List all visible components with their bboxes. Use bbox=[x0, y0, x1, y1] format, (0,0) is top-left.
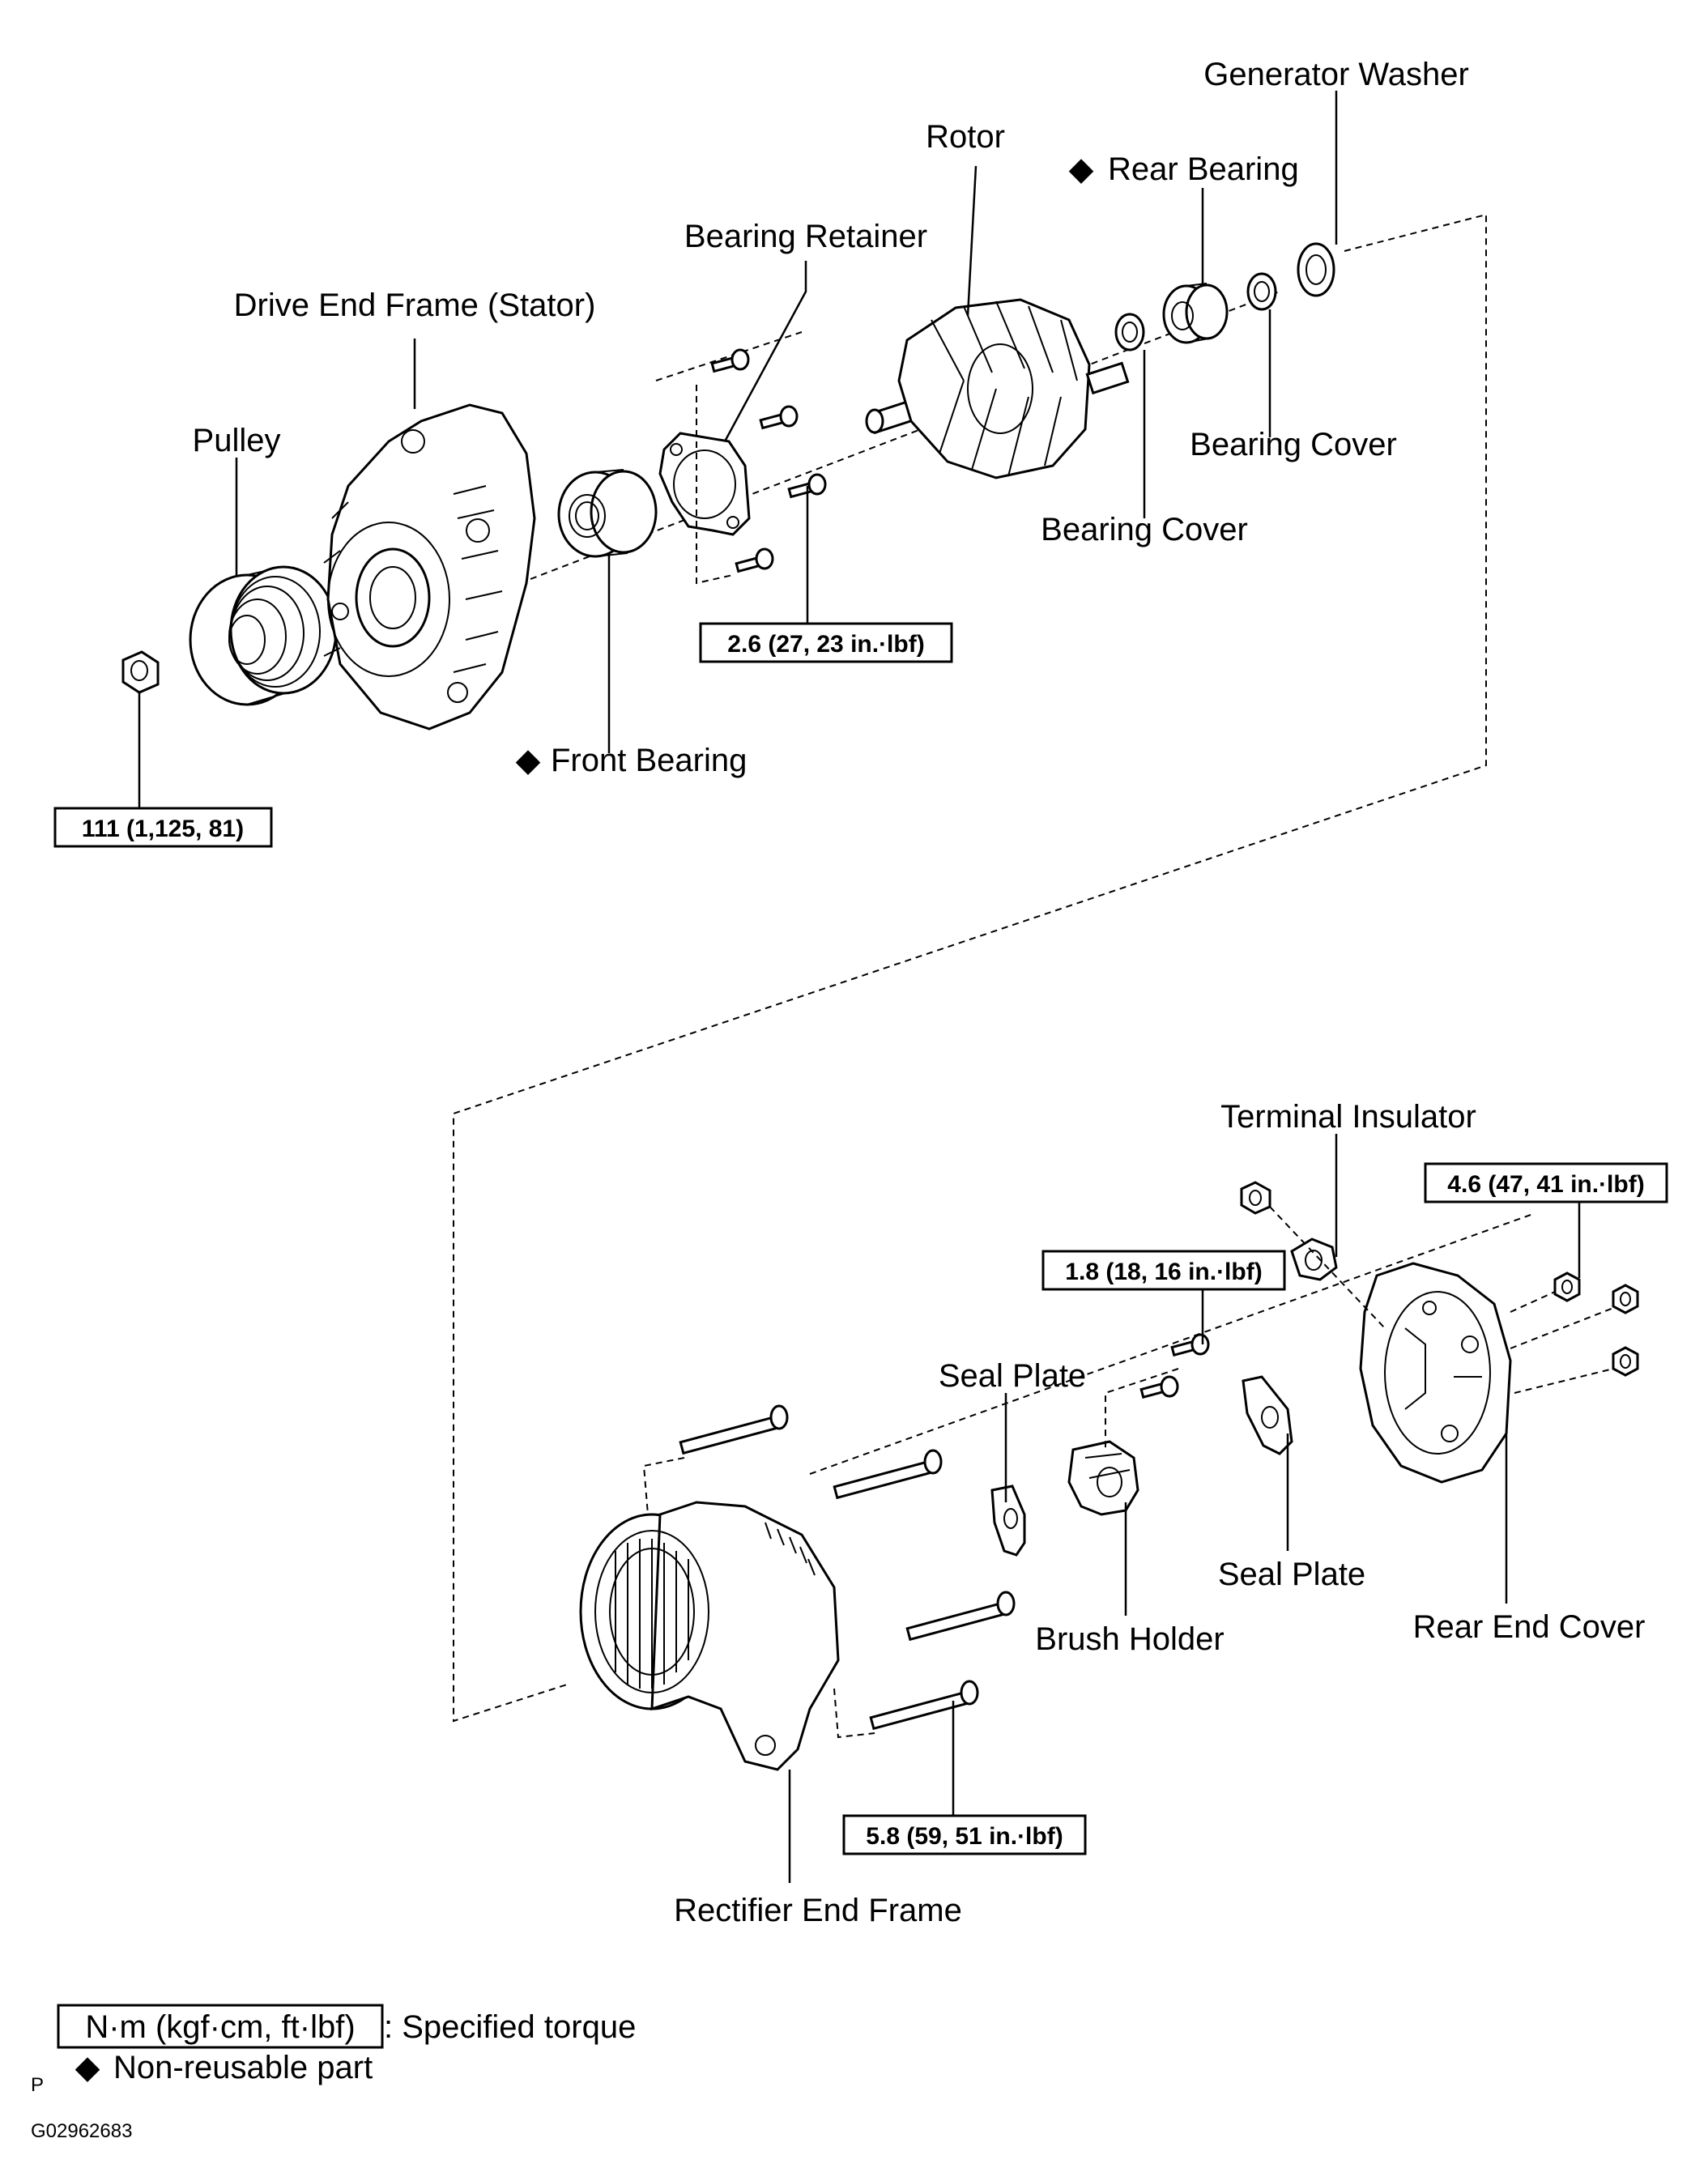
rear-end-cover-part bbox=[1359, 1262, 1512, 1484]
torque-retainer-text: 2.6 (27, 23 in.·lbf) bbox=[727, 631, 924, 658]
drive-end-frame-part bbox=[323, 403, 536, 731]
seal-plate-1-part bbox=[990, 1485, 1026, 1557]
torque-box-pulley: 111 (1,125, 81) bbox=[53, 807, 273, 848]
rear-nut-2 bbox=[1612, 1284, 1639, 1314]
leader-lines bbox=[138, 91, 1581, 1883]
label-pulley: Pulley bbox=[193, 423, 281, 458]
label-terminal-insulator: Terminal Insulator bbox=[1220, 1099, 1476, 1135]
terminal-nut bbox=[1240, 1181, 1271, 1215]
torque-pulley-text: 111 (1,125, 81) bbox=[82, 816, 244, 842]
retainer-screw-2 bbox=[759, 405, 799, 430]
label-drive-end-frame: Drive End Frame (Stator) bbox=[234, 288, 596, 323]
brush-holder-screws bbox=[1105, 1333, 1210, 1450]
legend-torque-desc: : Specified torque bbox=[384, 2009, 636, 2045]
pulley-part bbox=[189, 565, 338, 706]
bearing-cover-1-part bbox=[1114, 313, 1145, 351]
bearing-retainer-part bbox=[658, 432, 751, 536]
retainer-screws bbox=[696, 348, 827, 585]
label-rectifier-end-frame: Rectifier End Frame bbox=[674, 1893, 962, 1928]
torque-box-rear-cover: 4.6 (47, 41 in.·lbf) bbox=[1424, 1162, 1668, 1203]
rear-nut-1 bbox=[1553, 1272, 1581, 1302]
legend-non-reusable-marker: ◆ bbox=[75, 2050, 100, 2085]
non-reusable-marker-rear: ◆ bbox=[1069, 151, 1094, 187]
legend-torque-units: N·m (kgf·cm, ft·lbf) bbox=[85, 2009, 355, 2045]
label-seal-plate-1: Seal Plate bbox=[939, 1358, 1086, 1394]
generator-washer-part bbox=[1297, 242, 1335, 297]
torque-box-retainer: 2.6 (27, 23 in.·lbf) bbox=[699, 622, 953, 663]
torque-box-brush-holder: 1.8 (18, 16 in.·lbf) bbox=[1041, 1250, 1286, 1291]
retainer-screw-4 bbox=[735, 547, 774, 573]
rear-cover-nuts bbox=[1269, 1206, 1639, 1394]
torque-through-bolts-text: 5.8 (59, 51 in.·lbf) bbox=[866, 1823, 1063, 1850]
footer-letter: P bbox=[31, 2074, 44, 2096]
rotor-part bbox=[865, 298, 1130, 479]
label-seal-plate-2: Seal Plate bbox=[1218, 1557, 1365, 1592]
legend-non-reusable-text: Non-reusable part bbox=[113, 2050, 373, 2085]
label-rear-bearing: Rear Bearing bbox=[1108, 151, 1299, 187]
retainer-screw-1 bbox=[710, 348, 750, 373]
torque-brush-holder-text: 1.8 (18, 16 in.·lbf) bbox=[1065, 1259, 1262, 1285]
label-rotor: Rotor bbox=[926, 119, 1005, 155]
bearing-cover-2-part bbox=[1246, 272, 1277, 311]
through-bolt-3 bbox=[905, 1591, 1016, 1642]
pulley-nut bbox=[121, 650, 160, 694]
rectifier-end-frame-part bbox=[579, 1501, 840, 1771]
figure-code: G02962683 bbox=[31, 2120, 132, 2142]
brush-holder-part bbox=[1067, 1440, 1139, 1516]
seal-plate-2-part bbox=[1242, 1375, 1293, 1455]
legend: N·m (kgf·cm, ft·lbf) : Specified torque … bbox=[57, 2004, 636, 2085]
front-bearing-part bbox=[557, 469, 658, 558]
rear-nut-3 bbox=[1612, 1346, 1639, 1377]
through-bolts bbox=[642, 1404, 1016, 1739]
through-bolt-4 bbox=[869, 1680, 979, 1731]
label-rear-end-cover: Rear End Cover bbox=[1413, 1609, 1646, 1645]
through-bolt-1 bbox=[679, 1404, 789, 1455]
label-generator-washer: Generator Washer bbox=[1203, 57, 1469, 92]
label-bearing-retainer: Bearing Retainer bbox=[684, 219, 927, 254]
torque-rear-cover-text: 4.6 (47, 41 in.·lbf) bbox=[1447, 1171, 1644, 1198]
through-bolt-2 bbox=[833, 1449, 943, 1500]
label-bearing-cover-1: Bearing Cover bbox=[1041, 512, 1248, 547]
alignment-dashed-lines bbox=[453, 213, 1531, 1723]
part-labels: Generator Washer Rotor ◆ Rear Bearing Be… bbox=[193, 57, 1646, 1928]
terminal-insulator-part bbox=[1290, 1237, 1338, 1281]
rear-bearing-part bbox=[1162, 283, 1229, 344]
label-bearing-cover-2: Bearing Cover bbox=[1190, 427, 1397, 462]
torque-box-through-bolts: 5.8 (59, 51 in.·lbf) bbox=[842, 1814, 1087, 1855]
brush-screw-1 bbox=[1170, 1333, 1210, 1357]
label-front-bearing: Front Bearing bbox=[551, 743, 747, 778]
label-brush-holder: Brush Holder bbox=[1035, 1621, 1224, 1657]
torque-boxes: 2.6 (27, 23 in.·lbf) 111 (1,125, 81) 4.6… bbox=[53, 622, 1668, 1855]
non-reusable-marker-front: ◆ bbox=[516, 743, 541, 778]
brush-screw-2 bbox=[1139, 1375, 1179, 1399]
footer: P G02962683 bbox=[31, 2074, 132, 2142]
